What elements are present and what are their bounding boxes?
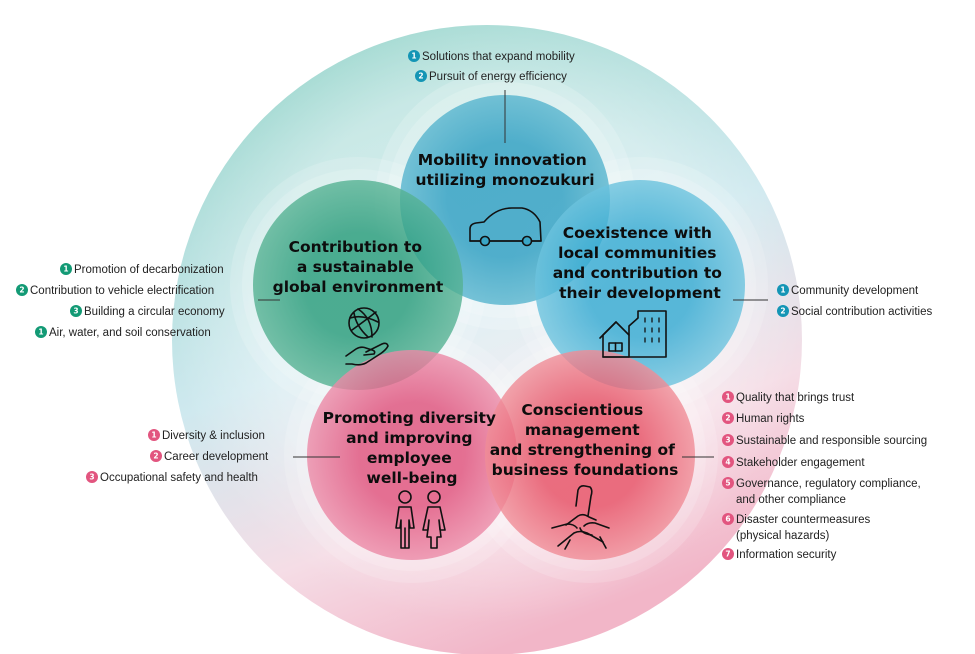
svg-text:Stakeholder engagement: Stakeholder engagement — [736, 457, 865, 469]
svg-text:Solutions that expand mobility: Solutions that expand mobility — [422, 51, 575, 63]
list-item: 1 Air, water, and soil conservation — [35, 326, 211, 339]
svg-text:1: 1 — [38, 328, 43, 337]
diversity-circle — [307, 350, 517, 560]
svg-text:Community development: Community development — [791, 285, 919, 297]
svg-text:1: 1 — [63, 265, 68, 274]
svg-text:Human rights: Human rights — [736, 413, 805, 425]
car-icon — [469, 207, 542, 247]
list-item: 2 Human rights — [722, 412, 805, 425]
svg-text:1: 1 — [725, 393, 730, 402]
svg-text:3: 3 — [725, 436, 730, 445]
joined-hands-icon — [551, 485, 610, 550]
house-and-building-icon — [599, 310, 667, 358]
management-title: Conscientious management and strengtheni… — [490, 401, 681, 479]
svg-text:2: 2 — [418, 72, 423, 81]
list-item: 3 Building a circular economy — [70, 305, 225, 318]
environment-items: 1 Promotion of decarbonization 2 Contrib… — [16, 263, 225, 339]
list-item: 5 Governance, regulatory compliance, and… — [722, 477, 921, 506]
management-items: 1 Quality that brings trust 2 Human righ… — [722, 391, 927, 561]
diversity-items: 1 Diversity & inclusion 2 Career develop… — [86, 429, 269, 484]
svg-text:3: 3 — [89, 473, 94, 482]
svg-text:Information security: Information security — [736, 549, 837, 561]
svg-text:6: 6 — [725, 515, 730, 524]
svg-text:Career development: Career development — [164, 451, 269, 463]
svg-text:1: 1 — [780, 286, 785, 295]
list-item: 2 Contribution to vehicle electrificatio… — [16, 284, 214, 297]
svg-text:Occupational safety and health: Occupational safety and health — [100, 472, 258, 484]
community-title: Coexistence with local communities and c… — [553, 224, 728, 302]
list-item: 1 Community development — [777, 284, 919, 297]
svg-text:(physical hazards): (physical hazards) — [736, 530, 829, 542]
svg-text:Diversity & inclusion: Diversity & inclusion — [162, 430, 265, 442]
list-item: 2 Career development — [150, 450, 269, 463]
svg-text:4: 4 — [725, 458, 730, 467]
svg-text:Air, water, and soil conservat: Air, water, and soil conservation — [49, 327, 211, 339]
community-items: 1 Community development 2 Social contrib… — [777, 284, 933, 318]
list-item: 1 Diversity & inclusion — [148, 429, 265, 442]
svg-text:Sustainable and responsible so: Sustainable and responsible sourcing — [736, 435, 927, 447]
svg-text:1: 1 — [151, 431, 156, 440]
list-item: 1 Solutions that expand mobility — [408, 50, 575, 63]
management-circle — [485, 350, 695, 560]
list-item: 3 Occupational safety and health — [86, 471, 258, 484]
svg-text:Pursuit of energy efficiency: Pursuit of energy efficiency — [429, 71, 567, 83]
svg-text:2: 2 — [780, 307, 785, 316]
environment-title: Contribution to a sustainable global env… — [273, 238, 444, 296]
svg-text:7: 7 — [725, 550, 730, 559]
svg-text:5: 5 — [725, 479, 730, 488]
leader-lines — [258, 90, 768, 458]
svg-text:Building a circular economy: Building a circular economy — [84, 306, 225, 318]
svg-text:1: 1 — [411, 52, 416, 61]
list-item: 6 Disaster countermeasures (physical haz… — [722, 513, 870, 542]
svg-text:Promotion of decarbonization: Promotion of decarbonization — [74, 264, 224, 276]
community-circle — [535, 180, 745, 390]
list-item: 7 Information security — [722, 548, 837, 561]
list-item: 1 Promotion of decarbonization — [60, 263, 224, 276]
people-icon — [395, 490, 446, 549]
svg-text:Governance, regulatory complia: Governance, regulatory compliance, — [736, 478, 921, 490]
svg-text:2: 2 — [725, 414, 730, 423]
environment-circle — [253, 180, 463, 390]
svg-text:2: 2 — [19, 286, 24, 295]
svg-text:Social contribution activities: Social contribution activities — [791, 306, 933, 318]
diversity-title: Promoting diversity and improving employ… — [323, 409, 502, 487]
svg-text:Quality that brings trust: Quality that brings trust — [736, 392, 855, 404]
list-item: 3 Sustainable and responsible sourcing — [722, 434, 927, 447]
svg-text:Disaster countermeasures: Disaster countermeasures — [736, 514, 870, 526]
mobility-items: 1 Solutions that expand mobility 2 Pursu… — [408, 50, 575, 83]
svg-text:Contribution to vehicle electr: Contribution to vehicle electrification — [30, 285, 214, 297]
list-item: 2 Social contribution activities — [777, 305, 933, 318]
list-item: 1 Quality that brings trust — [722, 391, 855, 404]
list-item: 4 Stakeholder engagement — [722, 456, 865, 469]
globe-in-hand-icon — [345, 307, 389, 366]
list-item: 2 Pursuit of energy efficiency — [415, 70, 567, 83]
svg-text:2: 2 — [153, 452, 158, 461]
svg-text:3: 3 — [73, 307, 78, 316]
mobility-title: Mobility innovation utilizing monozukuri — [415, 151, 594, 189]
svg-text:and other compliance: and other compliance — [736, 494, 846, 506]
